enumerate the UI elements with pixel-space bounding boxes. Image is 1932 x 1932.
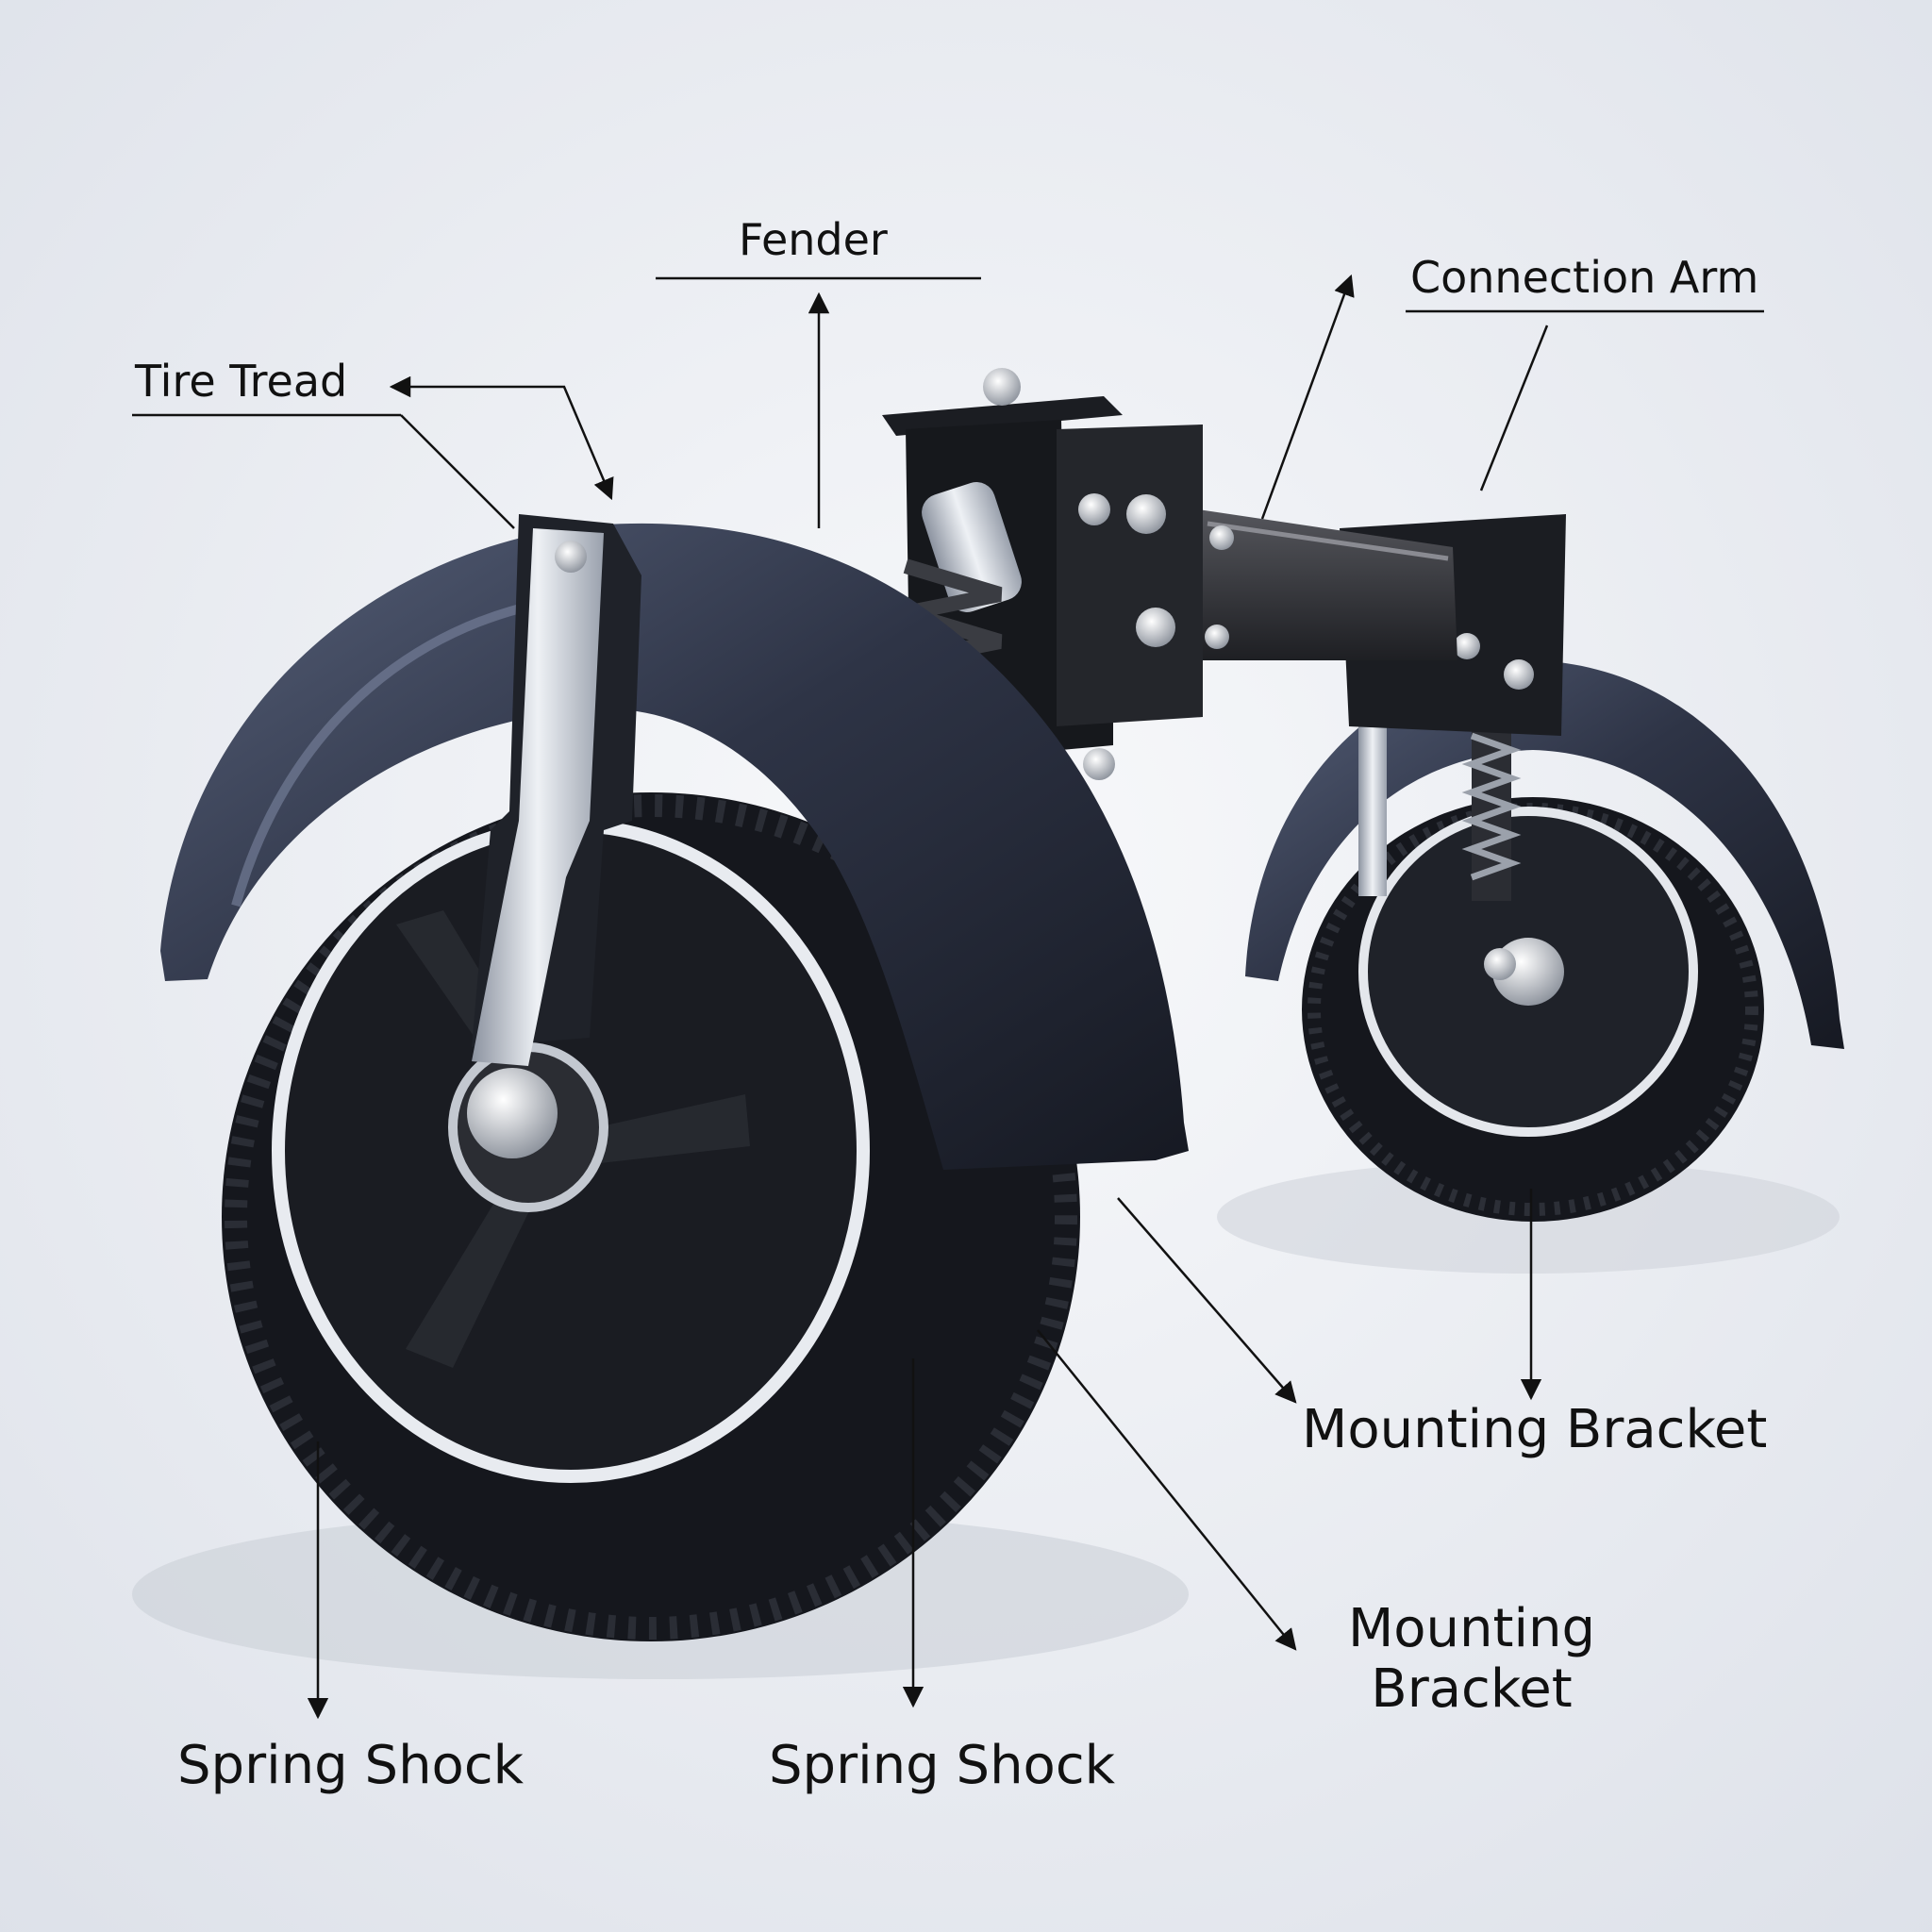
connection-arm-beam	[1198, 509, 1457, 660]
arm-bolt	[1205, 625, 1229, 649]
front-fender	[160, 523, 1189, 1170]
tire-tread-arrow	[389, 375, 614, 501]
label-tire-tread: Tire Tread	[135, 356, 348, 407]
mounting-bracket-1-arrow	[1117, 1197, 1297, 1404]
front-wheel-assembly	[160, 514, 1189, 1641]
connection-arm-leader	[1479, 325, 1549, 491]
bracket-bolt	[1136, 608, 1175, 647]
front-mount-assembly	[882, 368, 1203, 840]
label-mounting-bracket-2: Mounting Bracket	[1347, 1598, 1596, 1721]
label-spring-shock-2: Spring Shock	[769, 1735, 1116, 1796]
front-tire-tread	[225, 794, 1077, 1640]
mounting-bracket-2-arrow	[1037, 1329, 1297, 1651]
connection-arm-arrow	[1260, 274, 1355, 520]
fork-arm-chrome	[472, 528, 604, 1066]
fender-highlight	[231, 594, 567, 908]
connection-arm-highlight	[1207, 521, 1449, 561]
bracket-bolt	[1078, 493, 1110, 525]
rear-bolt	[1454, 633, 1480, 659]
label-connection-arm: Connection Arm	[1410, 252, 1759, 303]
bracket-bolt	[1083, 748, 1115, 780]
rear-spring	[1461, 732, 1522, 881]
rear-bolt	[1504, 659, 1534, 690]
arm-bolt	[1209, 525, 1234, 550]
rear-bolt	[1484, 948, 1516, 980]
label-fender: Fender	[739, 214, 888, 265]
wing-nut	[983, 368, 1021, 406]
side-plate	[1057, 425, 1203, 726]
rear-wheel-assembly	[1245, 514, 1844, 1222]
fork-top-bolt	[555, 541, 587, 573]
rear-fender	[1245, 660, 1844, 1049]
label-mounting-bracket-1: Mounting Bracket	[1302, 1399, 1768, 1460]
annotations	[132, 274, 1764, 1720]
rear-tire-tread	[1307, 803, 1758, 1216]
hub-nut	[467, 1068, 558, 1158]
label-spring-shock-1: Spring Shock	[177, 1735, 525, 1796]
rim-spoke	[406, 1170, 542, 1368]
top-plate	[882, 396, 1123, 436]
bracket-bolt	[1126, 494, 1166, 534]
